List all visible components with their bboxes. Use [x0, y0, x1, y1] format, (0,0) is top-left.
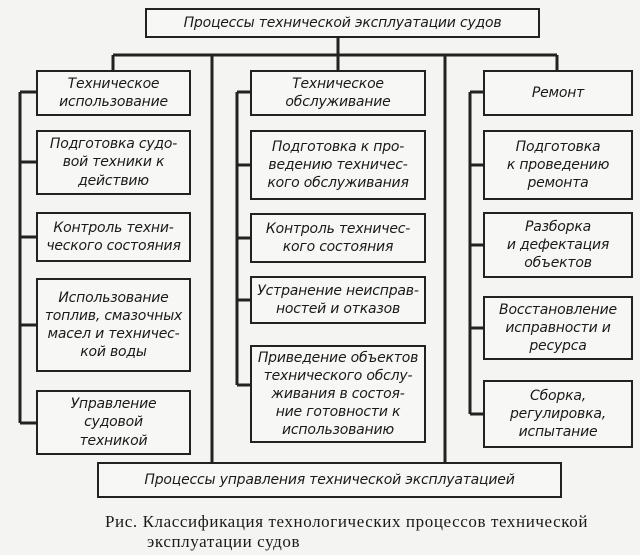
root-process-box: Процессы технической эксплуатации судов [145, 8, 540, 38]
caption-line-1: Рис. Классификация технологических проце… [105, 512, 589, 531]
management-process-box: Процессы управления технической эксплуат… [97, 462, 562, 498]
figure-caption: Рис. Классификация технологических проце… [105, 512, 588, 552]
technical-use-item: Контроль техни- ческого состояния [36, 212, 191, 262]
maintenance-item: Контроль техничес- кого состояния [250, 213, 426, 263]
maintenance-item: Подготовка к про- ведению техничес- кого… [250, 130, 426, 200]
repair-item: Разборка и дефектация объектов [483, 212, 633, 278]
caption-line-2: эксплуатации судов [147, 532, 301, 551]
repair-item: Сборка, регулировка, испытание [483, 380, 633, 448]
technical-use-item: Подготовка судо- вой техники к действию [36, 130, 191, 195]
repair-item: Восстановление исправности и ресурса [483, 296, 633, 360]
technical-use-item: Управление судовой техникой [36, 390, 191, 455]
repair-item: Подготовка к проведению ремонта [483, 130, 633, 200]
repair-header: Ремонт [483, 70, 633, 116]
maintenance-header: Техническое обслуживание [250, 70, 426, 116]
technical-use-item: Использование топлив, смазочных масел и … [36, 278, 191, 372]
maintenance-item: Устранение неисправ- ностей и отказов [250, 276, 426, 324]
maintenance-item: Приведение объектов технического обслу- … [250, 345, 426, 443]
technical-use-header: Техническое использование [36, 70, 191, 116]
